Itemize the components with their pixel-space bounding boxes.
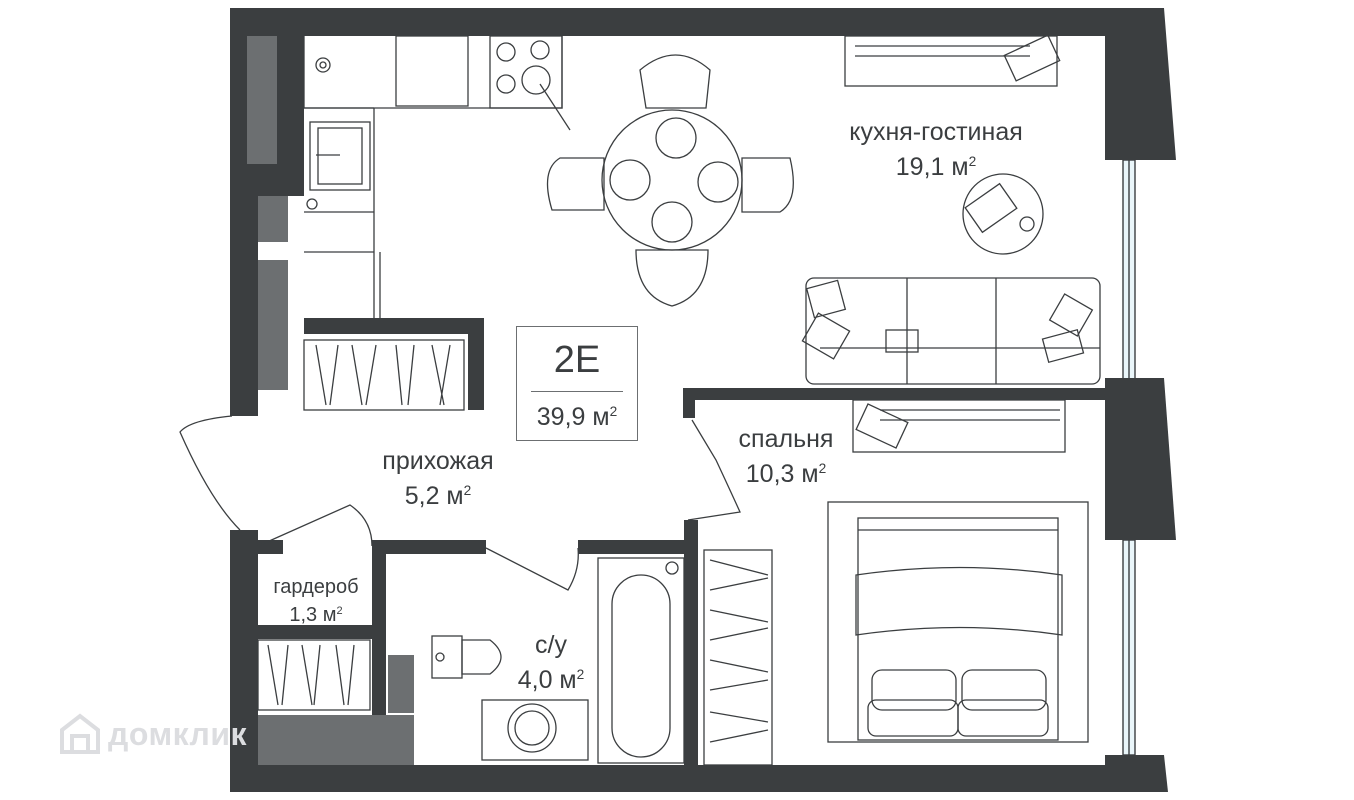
coffee-table	[962, 173, 1044, 255]
walls	[230, 8, 1176, 792]
washbasin	[481, 699, 589, 761]
room-name: прихожая	[382, 447, 494, 475]
room-label-wardrobe: гардероб 1,3 м2	[258, 575, 374, 627]
room-area: 19,1 м2	[895, 152, 977, 181]
sofa	[801, 277, 1101, 385]
unit-summary-card: 2E 39,9 м2	[516, 326, 638, 441]
unit-code: 2E	[553, 339, 601, 381]
bed	[827, 501, 1089, 743]
unit-card-divider	[531, 391, 623, 392]
watermark-text: домклик	[108, 715, 248, 752]
room-label-bedroom: спальня 10,3 м2	[718, 424, 854, 489]
room-label-hallway: прихожая 5,2 м2	[356, 446, 520, 511]
kitchen-counter	[303, 35, 571, 318]
wardrobe-shelving	[257, 339, 773, 766]
room-name: спальня	[738, 425, 834, 453]
room-area: 10,3 м2	[745, 459, 827, 488]
tv-console-bedroom	[852, 399, 1066, 453]
room-area: 4,0 м2	[517, 665, 585, 694]
door-swings	[179, 415, 741, 591]
room-name: с/у	[535, 631, 567, 659]
room-label-kitchen-living: кухня-гостиная 19,1 м2	[820, 117, 1052, 182]
room-name: гардероб	[273, 576, 359, 598]
toilet	[431, 635, 502, 679]
dining-table	[546, 54, 794, 307]
room-label-bathroom: с/у 4,0 м2	[496, 630, 606, 695]
room-name: кухня-гостиная	[849, 118, 1023, 146]
bathtub	[597, 557, 685, 764]
house-logo-icon	[60, 713, 100, 754]
wall-niches	[247, 36, 414, 765]
unit-total-area: 39,9 м2	[536, 403, 618, 431]
room-area: 5,2 м2	[404, 481, 472, 510]
tv-console-living	[844, 34, 1061, 87]
room-area: 1,3 м2	[289, 604, 343, 627]
domclick-watermark: домклик	[58, 712, 247, 756]
